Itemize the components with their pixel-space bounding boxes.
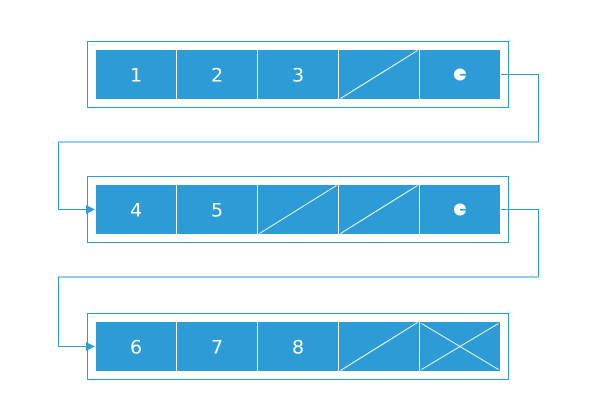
cell-box	[95, 49, 177, 100]
cell-value-label: 8	[292, 337, 304, 359]
block-outline	[87, 176, 509, 243]
connectors	[58, 74, 539, 351]
connector-line	[58, 74, 539, 210]
block-outline	[87, 313, 509, 380]
cell-value-label: 5	[211, 200, 223, 222]
empty-cell	[338, 321, 420, 372]
value-cell: 5	[176, 184, 258, 235]
cell-value-label: 4	[130, 200, 142, 222]
empty-cell	[338, 49, 420, 100]
connector-arrow	[58, 209, 539, 351]
empty-slot-slash-icon	[340, 185, 418, 234]
cell-value-label: 6	[130, 337, 142, 359]
value-cell: 2	[176, 49, 258, 100]
null-pointer-cell	[419, 321, 501, 372]
block-outline	[87, 41, 509, 108]
empty-slot-slash-icon	[340, 322, 418, 371]
cell-value-label: 2	[211, 65, 223, 87]
cell-box	[176, 49, 258, 100]
cell-box	[95, 321, 177, 372]
arrowhead-icon	[86, 342, 95, 351]
empty-slot-slash-icon	[340, 50, 418, 99]
list-block-3: 6 7 8	[87, 313, 509, 380]
pointer-dot-icon	[454, 203, 467, 216]
cell-box	[176, 321, 258, 372]
value-cell: 4	[95, 184, 177, 235]
pointer-dot-icon	[454, 68, 467, 81]
cell-value-label: 7	[211, 337, 223, 359]
arrowhead-icon	[86, 205, 95, 214]
cell-box	[176, 184, 258, 235]
value-cell: 1	[95, 49, 177, 100]
cell-value-label: 1	[130, 65, 142, 87]
value-cell: 3	[257, 49, 339, 100]
cell-box	[257, 321, 339, 372]
value-cell: 7	[176, 321, 258, 372]
pointer-cell	[419, 184, 501, 235]
connector-arrow	[58, 74, 539, 214]
value-cell: 6	[95, 321, 177, 372]
empty-cell	[257, 184, 339, 235]
cell-value-label: 3	[292, 65, 304, 87]
null-pointer-cross-icon	[421, 323, 499, 370]
empty-cell	[338, 184, 420, 235]
list-block-1: 1 2 3	[87, 41, 509, 108]
empty-slot-slash-icon	[259, 185, 337, 234]
value-cell: 8	[257, 321, 339, 372]
connector-line	[58, 209, 539, 347]
pointer-cell	[419, 49, 501, 100]
